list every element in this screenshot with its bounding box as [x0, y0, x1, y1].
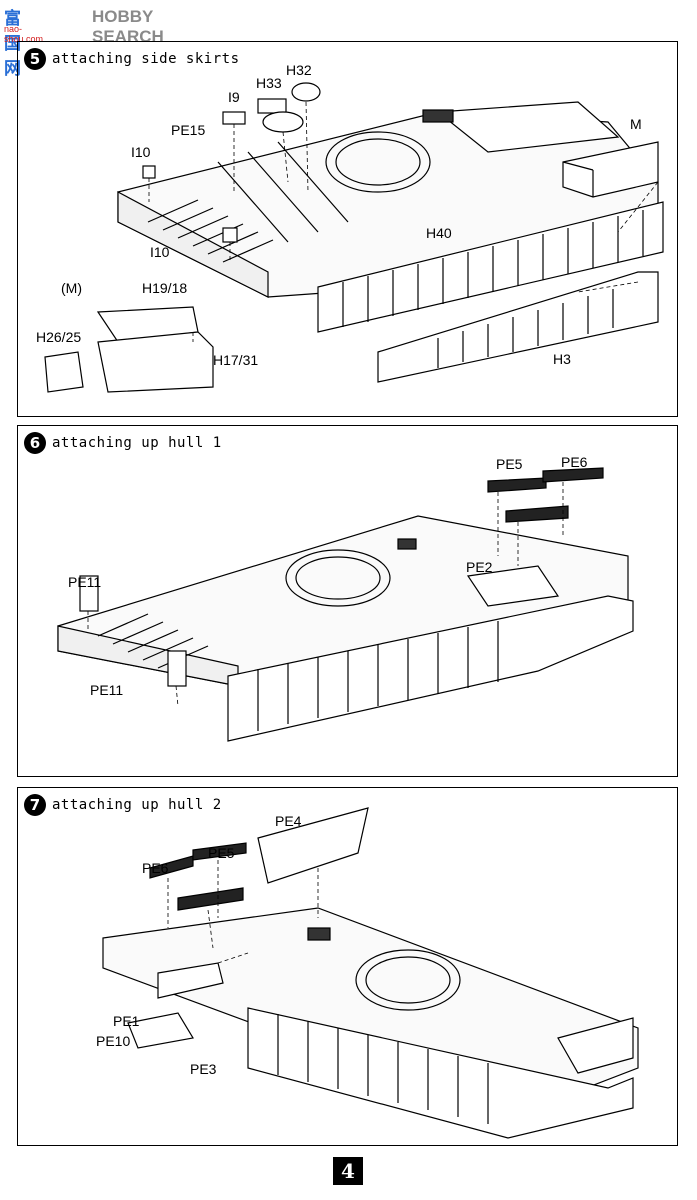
label-pe6: PE6	[142, 860, 169, 876]
label-h40: H40	[426, 225, 452, 241]
label-h19-18: H19/18	[142, 280, 188, 296]
step-5-panel: 5 attaching side skirts I9 PE15 I10 H33 …	[17, 41, 678, 417]
label-pe11-top: PE11	[68, 574, 102, 590]
step-7-title: attaching up hull 2	[52, 797, 222, 813]
label-i9: I9	[228, 89, 240, 105]
label-h17-31: H17/31	[213, 352, 259, 368]
label-pe15: PE15	[171, 122, 206, 138]
label-pe10: PE10	[96, 1033, 131, 1049]
step-7-header: 7 attaching up hull 2	[24, 794, 222, 816]
label-pe6: PE6	[561, 454, 588, 470]
label-h3: H3	[553, 351, 571, 367]
step-5-header: 5 attaching side skirts	[24, 48, 240, 70]
watermark-url: nao-shou.com	[4, 24, 44, 44]
step-7-number: 7	[24, 794, 46, 816]
label-h26-25: H26/25	[36, 329, 82, 345]
label-m: M	[630, 116, 642, 132]
step-7-panel: 7 attaching up hull 2 PE4 PE6 PE5 PE1 PE…	[17, 787, 678, 1146]
step-6-panel: 6 attaching up hull 1 PE5 PE6 PE2 PE11 P…	[17, 425, 678, 777]
step-6-header: 6 attaching up hull 1	[24, 432, 222, 454]
label-pe5: PE5	[208, 845, 235, 861]
label-pe2: PE2	[466, 559, 493, 575]
watermark-chars: 富国网	[4, 9, 22, 79]
step-6-number: 6	[24, 432, 46, 454]
label-pe1: PE1	[113, 1013, 140, 1029]
label-h33: H33	[256, 75, 282, 91]
step-6-hull-drawing	[57, 467, 634, 742]
label-m-paren: (M)	[61, 280, 82, 296]
label-pe3: PE3	[190, 1061, 217, 1077]
step-7-hull-drawing	[102, 807, 639, 1139]
label-pe4: PE4	[275, 813, 302, 829]
page-number: 4	[333, 1157, 363, 1185]
step-5-number: 5	[24, 48, 46, 70]
step-5-title: attaching side skirts	[52, 51, 240, 67]
label-i10-bottom: I10	[150, 244, 170, 260]
step-5-hull-drawing	[44, 82, 664, 393]
label-pe5: PE5	[496, 456, 523, 472]
label-h32: H32	[286, 62, 312, 78]
step-6-title: attaching up hull 1	[52, 435, 222, 451]
label-i10-top: I10	[131, 144, 151, 160]
label-pe11-bottom: PE11	[90, 682, 124, 698]
